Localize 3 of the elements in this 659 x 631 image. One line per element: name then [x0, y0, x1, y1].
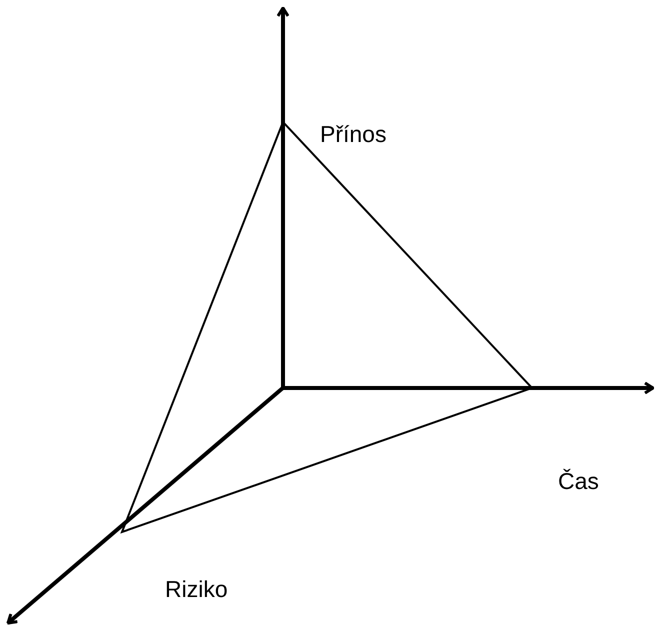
axis-label: Čas [558, 470, 599, 493]
axis-label: Riziko [165, 578, 228, 601]
axis-label: Přínos [320, 123, 386, 146]
